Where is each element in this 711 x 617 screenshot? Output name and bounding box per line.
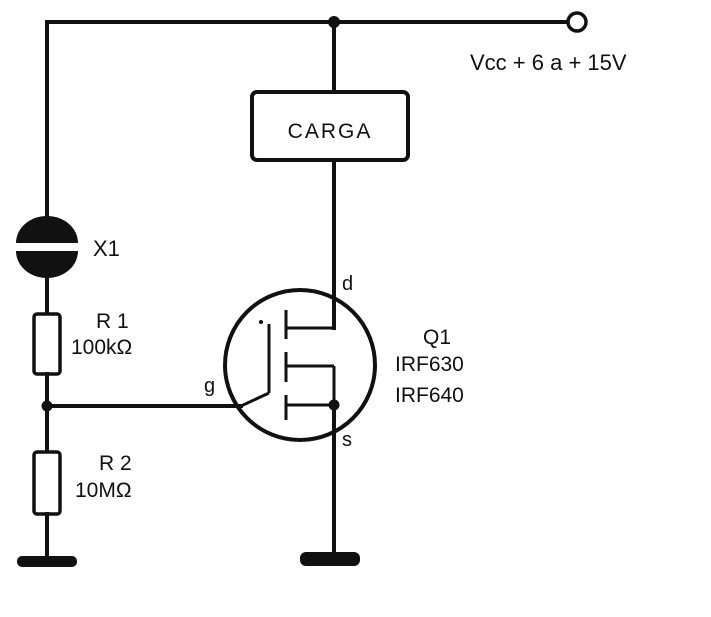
r2-name-label: R 2	[99, 452, 132, 475]
transistor-part1-label: IRF630	[395, 353, 464, 376]
r2-value-label: 10MΩ	[75, 479, 132, 502]
mosfet-body-circle	[223, 288, 377, 442]
ground-left	[17, 556, 77, 567]
drain-label: d	[342, 273, 353, 295]
ground-right	[300, 552, 360, 566]
sensor-label: X1	[93, 236, 120, 261]
source-label: s	[342, 429, 352, 451]
sensor-x1-top-half	[16, 216, 78, 243]
supply-terminal	[566, 11, 588, 33]
sensor-x1-bottom-half	[16, 251, 78, 278]
transistor-name-label: Q1	[423, 326, 451, 349]
resistor-r1	[32, 312, 62, 376]
gate-dot	[259, 320, 263, 324]
r1-name-label: R 1	[96, 310, 129, 333]
gate-lead	[240, 391, 270, 408]
transistor-part2-label: IRF640	[395, 384, 464, 407]
supply-label: Vcc + 6 a + 15V	[470, 50, 627, 75]
resistor-r2	[32, 450, 62, 516]
gate-label: g	[204, 375, 215, 397]
r1-value-label: 100kΩ	[71, 336, 132, 359]
load-label: CARGA	[288, 120, 373, 143]
load-box	[250, 90, 410, 162]
